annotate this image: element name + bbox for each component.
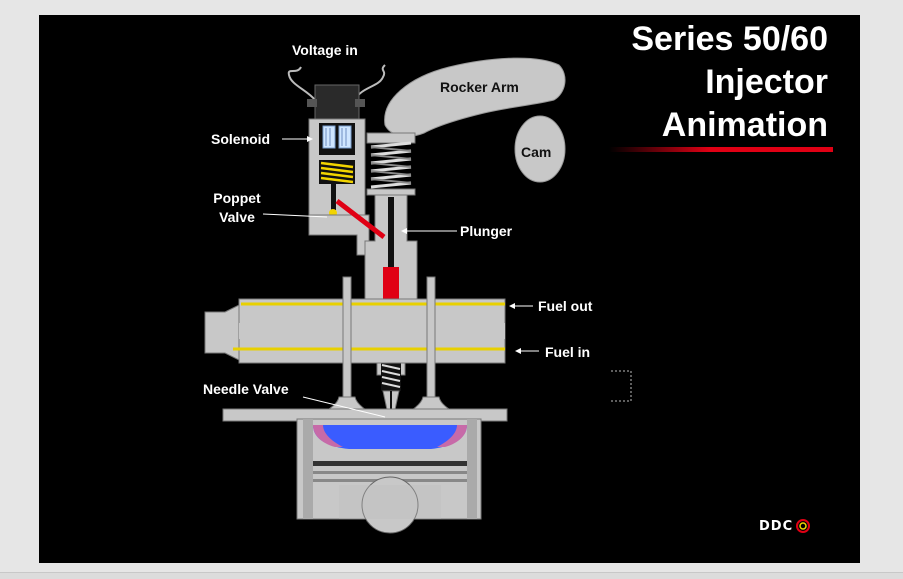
label-voltage-in: Voltage in <box>292 42 358 58</box>
plunger <box>388 197 394 267</box>
title-line-3: Animation <box>661 106 828 144</box>
logo-text: DDC <box>759 518 794 534</box>
label-poppet-valve-line2: Valve <box>219 209 255 225</box>
ddc-logo: DDC <box>759 517 811 535</box>
dotted-bracket <box>611 370 632 402</box>
fuel-rail-end <box>204 304 240 361</box>
title-line-2: Injector <box>705 63 828 101</box>
valve-stem-left <box>342 276 352 398</box>
voltage-wire-right <box>354 64 386 101</box>
title-underline <box>609 147 833 152</box>
valve-stem-right <box>426 276 436 398</box>
fuel-passage <box>335 199 386 239</box>
label-fuel-out: Fuel out <box>538 298 593 314</box>
label-fuel-in: Fuel in <box>545 344 591 360</box>
label-solenoid: Solenoid <box>211 131 271 147</box>
label-rocker-arm: Rocker Arm <box>440 79 519 95</box>
label-needle-valve: Needle Valve <box>203 381 289 397</box>
slide: Series 50/60 Injector Animation Voltage … <box>39 15 860 563</box>
bottom-divider <box>0 572 903 579</box>
solenoid-cap <box>314 84 360 120</box>
voltage-wire-left <box>287 66 316 101</box>
poppet-housing <box>308 214 370 256</box>
plunger-spring <box>370 141 412 189</box>
logo-emblem-icon <box>796 519 811 533</box>
wrist-pin <box>361 476 419 534</box>
label-plunger: Plunger <box>460 223 513 239</box>
plunger-follower <box>366 132 416 144</box>
title-line-1: Series 50/60 <box>631 20 828 58</box>
label-poppet-valve-line1: Poppet <box>213 190 261 206</box>
cam <box>514 115 566 183</box>
rocker-arm <box>384 57 566 137</box>
injector-diagram <box>204 57 632 534</box>
label-cam: Cam <box>521 144 552 160</box>
